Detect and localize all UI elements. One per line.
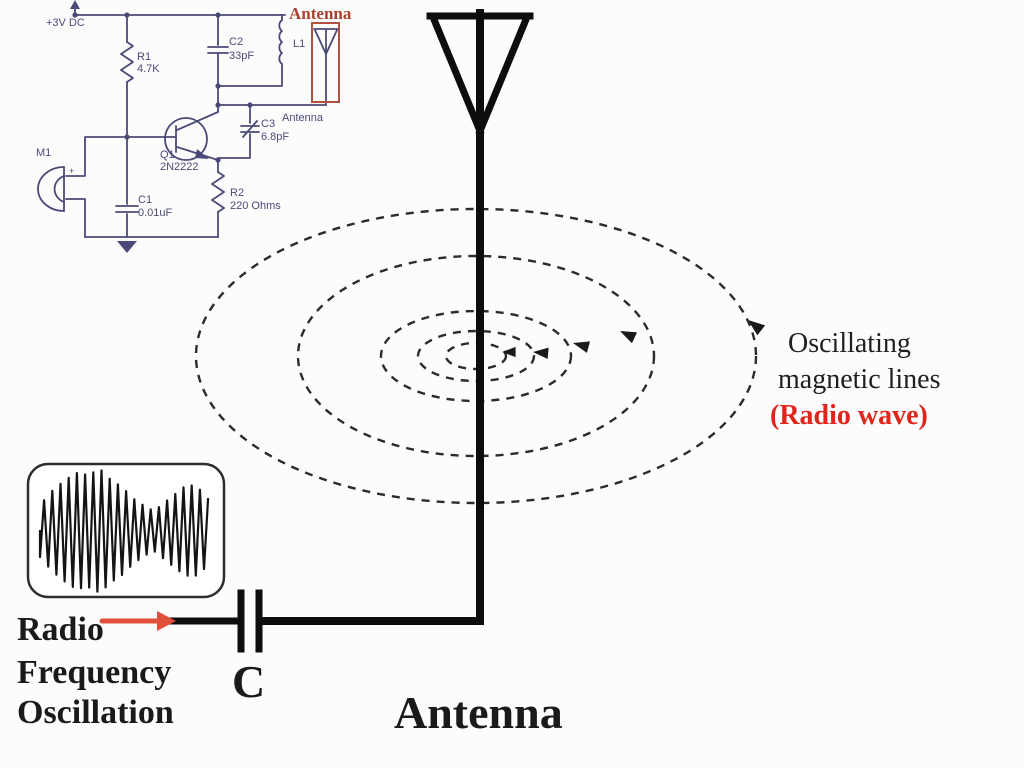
resistor-r2-symbol xyxy=(211,171,225,213)
antenna-label: Antenna xyxy=(394,687,563,738)
c3-wire-bottom xyxy=(217,133,251,159)
r1-value-label: 4.7K xyxy=(137,63,160,75)
supply-arrow-icon xyxy=(70,0,80,9)
field-ellipse-3 xyxy=(379,309,573,403)
microphone-inner-dome xyxy=(53,175,65,203)
field-arrow-icon-4 xyxy=(620,331,638,344)
antenna-artwork xyxy=(168,9,534,653)
tank-bottom-wire xyxy=(217,63,283,87)
rf-source xyxy=(26,462,226,631)
antenna-mast-and-feed-line xyxy=(259,9,484,625)
power-label: +3V DC xyxy=(46,17,85,29)
antenna-inset-box xyxy=(311,22,340,103)
mic-ground-wire xyxy=(65,198,86,238)
radio-wave-label: (Radio wave) xyxy=(770,400,928,431)
rf-arrow-icon xyxy=(157,611,176,631)
oscillator-circuit-inset: +3V DC R1 4.7K C2 33pF L1 Antenna C3 6.8… xyxy=(36,0,352,253)
c1-value-label: 0.01uF xyxy=(138,207,173,219)
m1-name-label: M1 xyxy=(36,147,51,159)
transistor-q1-circle xyxy=(164,117,208,161)
ground-icon xyxy=(117,241,137,253)
l1-name-label: L1 xyxy=(293,38,305,50)
antenna-v-right xyxy=(475,12,532,136)
field-ellipse-5 xyxy=(194,207,758,505)
c3-name-label: C3 xyxy=(261,118,275,130)
resistor-r1-symbol xyxy=(120,41,134,83)
collector-wire xyxy=(176,111,219,131)
rf-label-line3: Oscillation xyxy=(17,694,174,731)
base-wire xyxy=(65,136,177,177)
inset-antenna-icon xyxy=(313,28,339,55)
oscillating-label-line2: magnetic lines xyxy=(778,364,941,395)
r2-value-label: 220 Ohms xyxy=(230,200,281,212)
inductor-l1-symbol xyxy=(278,19,283,65)
field-arrow-icon-1 xyxy=(502,346,516,358)
oscillating-label-line1: Oscillating xyxy=(788,328,911,359)
emitter-arrow-icon xyxy=(195,149,209,159)
c1-name-label: C1 xyxy=(138,194,152,206)
field-arrow-icon-3 xyxy=(573,341,591,353)
c3-value-label: 6.8pF xyxy=(261,131,289,143)
antenna-inset-title: Antenna xyxy=(289,4,352,23)
rf-waveform xyxy=(38,469,210,593)
r2-name-label: R2 xyxy=(230,187,244,199)
rf-label-line2: Frequency xyxy=(17,654,171,691)
capacitor-c1-symbol xyxy=(115,205,139,213)
q1-value-label: 2N2222 xyxy=(160,161,199,173)
microphone-outer-cone xyxy=(37,166,65,212)
coupling-capacitor-label: C xyxy=(232,656,265,707)
capacitor-c3-symbol xyxy=(240,120,260,138)
q1-name-label: Q1 xyxy=(160,149,175,161)
antenna-wire-label: Antenna xyxy=(282,112,324,124)
r1-name-label: R1 xyxy=(137,51,151,63)
junction-dots xyxy=(72,12,253,163)
c2-value-label: 33pF xyxy=(229,50,254,62)
field-arrow-icon-5 xyxy=(748,320,766,336)
rf-label-line1: Radio xyxy=(17,611,104,648)
m1-plus-label: + xyxy=(69,166,74,176)
field-arrow-icon-2 xyxy=(533,347,549,360)
antenna-v-left xyxy=(428,12,485,136)
c2-name-label: C2 xyxy=(229,36,243,48)
